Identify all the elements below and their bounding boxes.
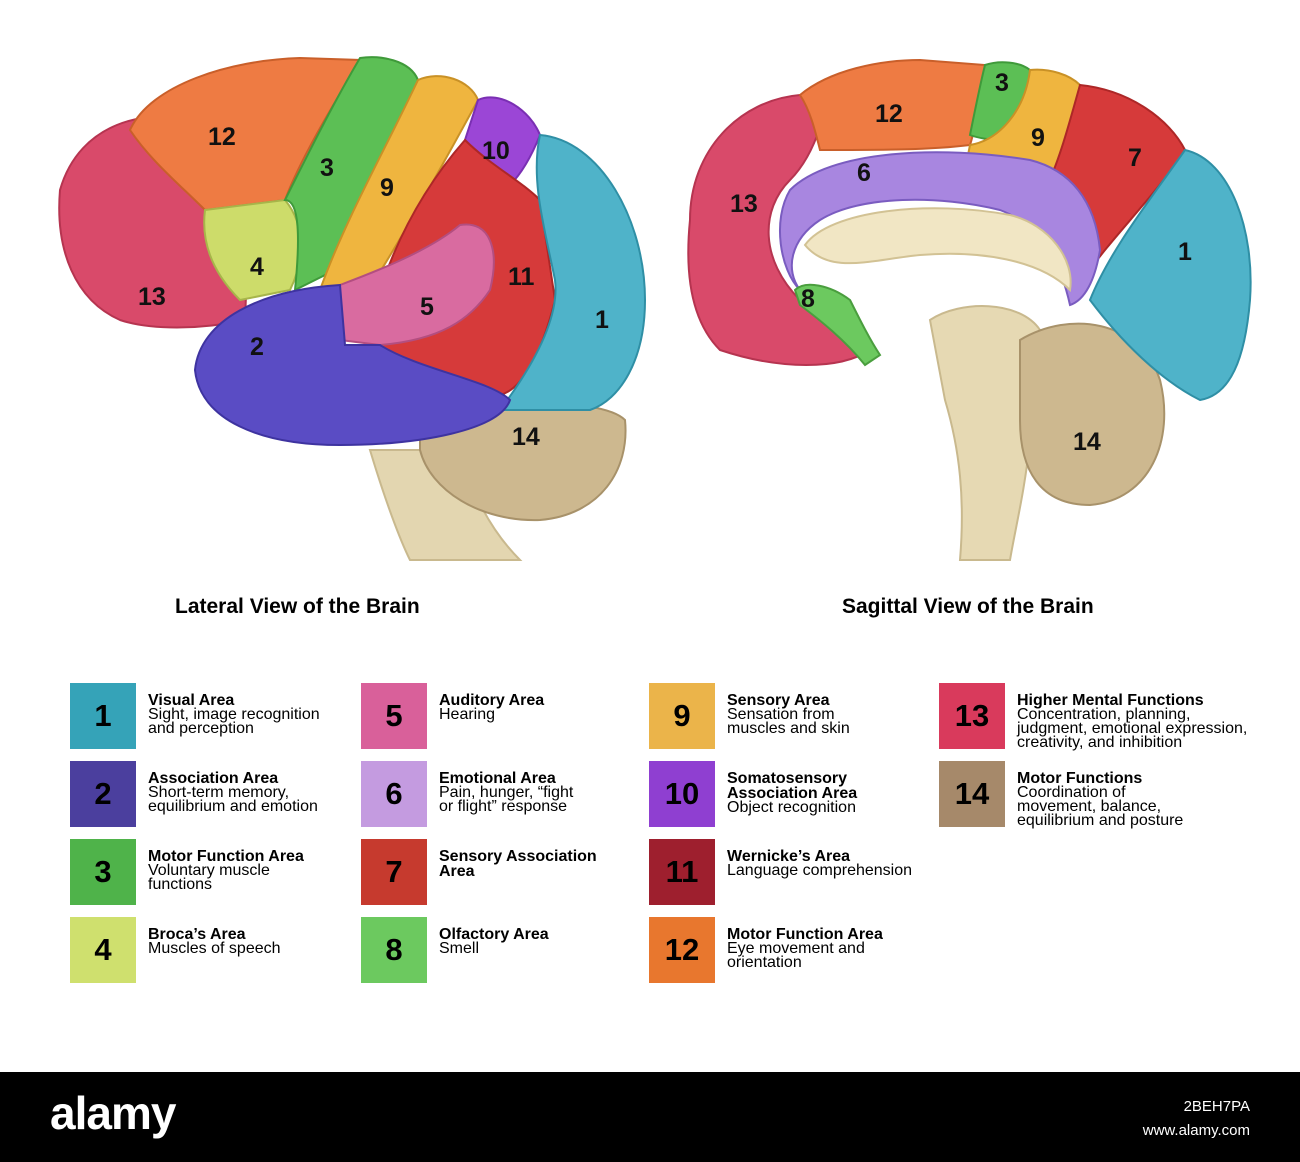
sagittal-brainstem <box>928 305 1042 561</box>
lateral-region-2 <box>193 283 512 447</box>
legend-name-14: Motor Functions <box>1017 770 1143 787</box>
brain-diagram: 12 3 9 10 4 13 11 5 2 1 14 <box>58 56 1252 983</box>
legend-swatch-1: 1 <box>70 683 136 749</box>
image-id: 2BEH7PA <box>1183 1098 1250 1115</box>
lateral-label-4: 4 <box>250 253 264 281</box>
lateral-region-5 <box>339 223 495 347</box>
sagittal-label-3: 3 <box>995 69 1009 97</box>
legend-desc-13: Concentration, planning, judgment, emoti… <box>1017 706 1248 751</box>
sagittal-region-14 <box>1019 322 1166 507</box>
legend-name-1: Visual Area <box>148 692 235 709</box>
lateral-label-9: 9 <box>380 174 394 202</box>
legend-desc-4: Muscles of speech <box>148 940 281 957</box>
lateral-region-3 <box>283 56 420 292</box>
brain-illustrations: 12 3 9 10 4 13 11 5 2 1 14 <box>58 56 1252 561</box>
lateral-label-14: 14 <box>512 423 540 451</box>
legend-swatch-3: 3 <box>70 839 136 905</box>
sagittal-region-8 <box>793 283 882 367</box>
legend-swatch-14: 14 <box>939 761 1005 827</box>
legend-desc-9: Sensation from muscles and skin <box>727 706 850 737</box>
legend-name-13: Higher Mental Functions <box>1017 692 1204 709</box>
lateral-label-13: 13 <box>138 283 166 311</box>
legend-swatch-8: 8 <box>361 917 427 983</box>
legend-swatch-5: 5 <box>361 683 427 749</box>
sagittal-region-13 <box>687 93 872 366</box>
sagittal-region-1 <box>1088 148 1252 402</box>
legend-desc-8: Smell <box>439 940 480 957</box>
legend-desc-11: Language comprehension <box>727 862 913 879</box>
legend-desc-10: Object recognition <box>727 799 856 816</box>
legend-name-10: Somatosensory Association Area <box>727 770 858 802</box>
legend-desc-6: Pain, hunger, “fight or flight” response <box>439 784 574 815</box>
legend-desc-12: Eye movement and orientation <box>727 940 865 971</box>
sagittal-label-8: 8 <box>801 285 815 313</box>
legend-swatch-11: 11 <box>649 839 715 905</box>
legend-desc-5: Hearing <box>439 706 496 723</box>
footer-url: www.alamy.com <box>1142 1122 1250 1139</box>
lateral-label-10: 10 <box>482 137 510 165</box>
legend-item-7: 7 Sensory Association Area <box>361 839 641 905</box>
legend-desc-3: Voluntary muscle functions <box>148 862 270 893</box>
legend-swatch-7: 7 <box>361 839 427 905</box>
legend-swatch-2: 2 <box>70 761 136 827</box>
alamy-logo: alamy <box>50 1087 176 1139</box>
lateral-label-5: 5 <box>420 293 434 321</box>
lateral-label-1: 1 <box>595 306 609 334</box>
legend-desc-2: Short-term memory, equilibrium and emoti… <box>148 784 318 815</box>
sagittal-corpus-callosum <box>803 207 1072 293</box>
legend-name-8: Olfactory Area <box>439 926 549 943</box>
lateral-brain: 12 3 9 10 4 13 11 5 2 1 14 <box>58 56 647 561</box>
legend-swatch-10: 10 <box>649 761 715 827</box>
legend-swatch-13: 13 <box>939 683 1005 749</box>
footer-bar: alamy 2BEH7PA www.alamy.com <box>0 1072 1300 1162</box>
sagittal-label-1: 1 <box>1178 238 1192 266</box>
legend-name-7: Sensory Association Area <box>439 848 597 880</box>
legend-swatch-4: 4 <box>70 917 136 983</box>
lateral-region-9 <box>318 75 480 292</box>
lateral-view-title: Lateral View of the Brain <box>175 595 420 618</box>
sagittal-brain: 12 3 9 6 7 13 1 8 14 <box>687 58 1252 561</box>
sagittal-label-14: 14 <box>1073 428 1101 456</box>
legend-name-5: Auditory Area <box>439 692 545 709</box>
sagittal-label-12: 12 <box>875 100 903 128</box>
legend-swatch-9: 9 <box>649 683 715 749</box>
legend-name-9: Sensory Area <box>727 692 830 709</box>
sagittal-label-9: 9 <box>1031 124 1045 152</box>
legend-desc-14: Coordination of movement, balance, equil… <box>1017 784 1184 829</box>
lateral-region-1 <box>498 133 647 411</box>
sagittal-label-6: 6 <box>857 159 871 187</box>
legend-swatch-12: 12 <box>649 917 715 983</box>
legend-swatch-6: 6 <box>361 761 427 827</box>
legend-name-12: Motor Function Area <box>727 926 883 943</box>
legend-name-3: Motor Function Area <box>148 848 304 865</box>
legend-name-11: Wernicke’s Area <box>727 848 851 865</box>
lateral-label-12: 12 <box>208 123 236 151</box>
sagittal-label-13: 13 <box>730 190 758 218</box>
lateral-label-2: 2 <box>250 333 264 361</box>
lateral-label-3: 3 <box>320 154 334 182</box>
legend-name-2: Association Area <box>148 770 279 787</box>
sagittal-label-7: 7 <box>1128 144 1142 172</box>
sagittal-view-title: Sagittal View of the Brain <box>842 595 1094 618</box>
legend-name-6: Emotional Area <box>439 770 556 787</box>
lateral-label-11: 11 <box>508 263 535 291</box>
legend-name-4: Broca’s Area <box>148 926 246 943</box>
legend-desc-1: Sight, image recognition and perception <box>148 706 320 737</box>
